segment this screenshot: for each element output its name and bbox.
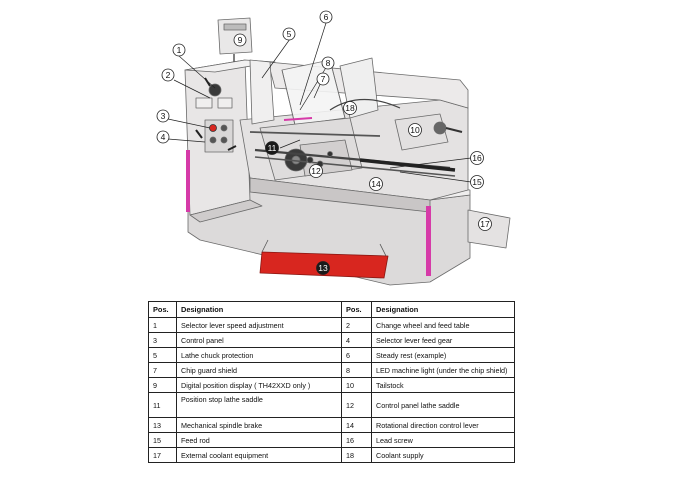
callout-14: 14 bbox=[369, 177, 383, 191]
designation-cell: Control panel lathe saddle bbox=[371, 392, 515, 418]
callout-2: 2 bbox=[161, 68, 175, 82]
callout-11: 11 bbox=[265, 141, 279, 155]
pos-cell: 6 bbox=[341, 347, 372, 363]
designation-cell: Rotational direction control lever bbox=[371, 417, 515, 433]
svg-text:9: 9 bbox=[238, 35, 243, 45]
designation-cell: Selector lever speed adjustment bbox=[176, 317, 342, 333]
leader-lines bbox=[167, 22, 472, 183]
callout-4: 4 bbox=[156, 130, 170, 144]
designation-cell: External coolant equipment bbox=[176, 447, 342, 463]
designation-cell: Lathe chuck protection bbox=[176, 347, 342, 363]
designation-cell: Coolant supply bbox=[371, 447, 515, 463]
designation-cell: Position stop lathe saddle bbox=[176, 392, 342, 418]
callout-7: 7 bbox=[316, 72, 330, 86]
designation-cell: LED machine light (under the chip shield… bbox=[371, 362, 515, 378]
svg-text:7: 7 bbox=[321, 74, 326, 84]
pos-cell: 16 bbox=[341, 432, 372, 448]
callout-5: 5 bbox=[282, 27, 296, 41]
table-row: 11 Position stop lathe saddle 12 Control… bbox=[148, 392, 515, 418]
designation-cell: Selector lever feed gear bbox=[371, 332, 515, 348]
table-header-row: Pos. Designation Pos. Designation bbox=[148, 301, 515, 318]
callout-6: 6 bbox=[319, 10, 333, 24]
pos-cell: 17 bbox=[148, 447, 177, 463]
designation-cell: Steady rest (example) bbox=[371, 347, 515, 363]
header-pos-1: Pos. bbox=[148, 301, 177, 318]
digital-position-display bbox=[217, 17, 253, 55]
svg-text:13: 13 bbox=[318, 263, 328, 273]
callout-8: 8 bbox=[321, 56, 335, 70]
callout-17: 17 bbox=[478, 217, 492, 231]
lathe-diagram: 1 2 3 4 5 6 7 8 9 10 11 12 13 14 15 16 1… bbox=[156, 10, 511, 286]
callout-10: 10 bbox=[408, 123, 422, 137]
pos-cell: 8 bbox=[341, 362, 372, 378]
pos-cell: 13 bbox=[148, 417, 177, 433]
svg-text:4: 4 bbox=[161, 132, 166, 142]
designation-cell: Change wheel and feed table bbox=[371, 317, 515, 333]
pos-cell: 5 bbox=[148, 347, 177, 363]
pos-cell: 10 bbox=[341, 377, 372, 393]
svg-text:14: 14 bbox=[371, 179, 381, 189]
svg-text:15: 15 bbox=[472, 177, 482, 187]
pos-cell: 18 bbox=[341, 447, 372, 463]
pos-cell: 7 bbox=[148, 362, 177, 378]
svg-text:3: 3 bbox=[161, 111, 166, 121]
magenta-stripe-left bbox=[186, 150, 190, 212]
svg-text:6: 6 bbox=[324, 12, 329, 22]
svg-text:1: 1 bbox=[177, 45, 182, 55]
callout-3: 3 bbox=[156, 109, 170, 123]
table-row: 5 Lathe chuck protection 6 Steady rest (… bbox=[148, 347, 515, 363]
svg-text:8: 8 bbox=[326, 58, 331, 68]
header-designation-2: Designation bbox=[371, 301, 515, 318]
designation-cell: Control panel bbox=[176, 332, 342, 348]
table-row: 1 Selector lever speed adjustment 2 Chan… bbox=[148, 317, 515, 333]
callout-12: 12 bbox=[309, 164, 323, 178]
pos-cell: 12 bbox=[341, 392, 372, 418]
designation-cell: Feed rod bbox=[176, 432, 342, 448]
callout-15: 15 bbox=[470, 175, 484, 189]
pos-cell: 1 bbox=[148, 317, 177, 333]
callout-1: 1 bbox=[172, 43, 186, 57]
callout-16: 16 bbox=[470, 151, 484, 165]
designation-cell: Lead screw bbox=[371, 432, 515, 448]
svg-text:17: 17 bbox=[480, 219, 490, 229]
table-row: 13 Mechanical spindle brake 14 Rotationa… bbox=[148, 417, 515, 433]
pos-cell: 4 bbox=[341, 332, 372, 348]
lathe-machine-illustration bbox=[184, 17, 511, 286]
pos-cell: 11 bbox=[148, 392, 177, 418]
svg-text:2: 2 bbox=[166, 70, 171, 80]
designation-cell: Tailstock bbox=[371, 377, 515, 393]
svg-text:18: 18 bbox=[345, 103, 355, 113]
pos-cell: 2 bbox=[341, 317, 372, 333]
svg-text:11: 11 bbox=[268, 143, 277, 153]
parts-legend-table: Pos. Designation Pos. Designation 1 Sele… bbox=[148, 301, 515, 463]
magenta-stripe-right bbox=[426, 206, 431, 276]
header-designation-1: Designation bbox=[176, 301, 342, 318]
designation-cell: Chip guard shield bbox=[176, 362, 342, 378]
pos-cell: 9 bbox=[148, 377, 177, 393]
header-pos-2: Pos. bbox=[341, 301, 372, 318]
callout-18: 18 bbox=[343, 101, 357, 115]
pos-cell: 15 bbox=[148, 432, 177, 448]
svg-text:12: 12 bbox=[311, 166, 321, 176]
callout-9: 9 bbox=[233, 33, 247, 47]
table-row: 15 Feed rod 16 Lead screw bbox=[148, 432, 515, 448]
designation-cell: Mechanical spindle brake bbox=[176, 417, 342, 433]
designation-cell: Digital position display ( TH42XXD only … bbox=[176, 377, 342, 393]
svg-text:5: 5 bbox=[287, 29, 292, 39]
pos-cell: 3 bbox=[148, 332, 177, 348]
table-row: 3 Control panel 4 Selector lever feed ge… bbox=[148, 332, 515, 348]
table-row: 9 Digital position display ( TH42XXD onl… bbox=[148, 377, 515, 393]
table-row: 17 External coolant equipment 18 Coolant… bbox=[148, 447, 515, 463]
callout-13: 13 bbox=[316, 261, 330, 275]
svg-text:10: 10 bbox=[410, 125, 420, 135]
svg-text:16: 16 bbox=[472, 153, 482, 163]
pos-cell: 14 bbox=[341, 417, 372, 433]
table-row: 7 Chip guard shield 8 LED machine light … bbox=[148, 362, 515, 378]
